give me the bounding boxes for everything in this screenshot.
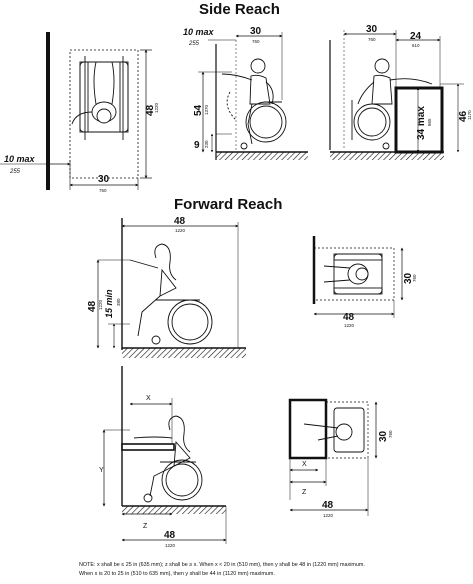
elev-width-mm: 760	[252, 39, 260, 44]
elev-low-in: 9	[194, 140, 200, 151]
plan-offset-max-in: 10 max	[4, 154, 36, 164]
elev-offset-mm: 255	[188, 41, 200, 47]
forward-reach-elevation-unobstructed: 48 1220 48 1220 15 min 380	[87, 216, 246, 358]
floor-hatch	[122, 506, 226, 514]
plan-width-in: 30	[98, 174, 110, 185]
fwd-width-in: 48	[174, 216, 186, 227]
floor-hatch	[330, 152, 444, 160]
note-line-1: NOTE: x shall be ≤ 25 in (635 mm); z sha…	[79, 562, 365, 568]
forward-reach-title: Forward Reach	[174, 196, 282, 213]
forward-reach-elevation-obstructed: X Y Z 48 1220	[99, 366, 227, 548]
elev-high-mm: 1370	[204, 104, 209, 115]
obs-width-mm: 760	[368, 37, 376, 42]
fwd-plan-width-mm: 1220	[344, 323, 355, 328]
fwd-obs-z-label: Z	[143, 523, 148, 530]
clear-floor-space	[313, 247, 395, 301]
plan-width-mm: 760	[99, 188, 107, 193]
wheelchair-user-forward-obstructed-figure	[133, 415, 203, 503]
fwd-obs-plan-x-label: X	[302, 461, 307, 468]
elev-offset-max-in: 10 max	[183, 27, 215, 37]
elev-high-in: 54	[193, 104, 204, 116]
side-reach-plan: 48 1220 10 max 255 30 760	[0, 32, 159, 193]
fwd-height-in: 48	[87, 300, 98, 312]
plan-offset-mm: 255	[9, 169, 21, 175]
wheelchair-user-plan-figure	[71, 56, 129, 140]
fwd-low-in: 15 min	[104, 289, 114, 318]
wheelchair-user-forward-plan-figure	[323, 253, 383, 295]
fwd-obs-plan-depth-in: 30	[378, 430, 389, 442]
fwd-plan-depth-in: 30	[403, 272, 414, 284]
fwd-obs-plan-width-mm: 1220	[323, 513, 334, 518]
forward-reach-plan-unobstructed: 30 760 48 1220	[312, 236, 417, 328]
obs-reach-mm: 610	[412, 43, 420, 48]
reach-note: NOTE: x shall be ≤ 25 in (635 mm); z sha…	[79, 561, 469, 579]
fwd-obs-plan-width-in: 48	[322, 500, 334, 511]
counter-obstruction	[288, 398, 328, 460]
fwd-obs-plan-depth-mm: 760	[388, 430, 393, 438]
clear-floor-space	[69, 49, 139, 179]
obs-counter-mm: 865	[427, 118, 432, 126]
fwd-obs-width-in: 48	[164, 530, 176, 541]
forward-reach-plan-obstructed: 30 760 X Z 48 1220	[288, 398, 393, 518]
fwd-obs-width-mm: 1220	[165, 543, 176, 548]
note-line-2: When x is 20 to 25 in (510 to 635 mm), t…	[79, 571, 275, 577]
counter-obstruction	[121, 443, 175, 451]
wheelchair-user-side-figure	[221, 58, 287, 150]
obs-high-in: 46	[458, 110, 469, 122]
obs-counter-in: 34 max	[416, 106, 427, 140]
fwd-obs-y-label: Y	[99, 467, 104, 474]
obs-reach-in: 24	[410, 31, 422, 42]
fwd-low-mm: 380	[116, 298, 121, 306]
obs-width-in: 30	[366, 24, 378, 35]
side-reach-elevation-obstructed: 30 760 24 610 34 max 865 46 1170	[329, 24, 472, 160]
floor-hatch	[216, 152, 308, 160]
fwd-obs-x-label: X	[146, 395, 151, 402]
plan-depth-mm: 1220	[154, 102, 159, 113]
fwd-obs-plan-z-label: Z	[302, 489, 307, 496]
side-reach-elevation-high: 30 760 10 max 255 54 1370 9 230	[183, 26, 308, 160]
clear-floor-space	[325, 401, 369, 459]
fwd-width-mm: 1220	[175, 228, 186, 233]
fwd-plan-depth-mm: 760	[412, 274, 417, 282]
fwd-height-mm: 1220	[98, 299, 103, 310]
plan-depth-in: 48	[145, 104, 156, 116]
wheelchair-user-forward-obstructed-plan-figure	[303, 407, 365, 453]
floor-hatch	[122, 348, 246, 358]
elev-low-mm: 230	[204, 140, 209, 148]
obs-high-mm: 1170	[467, 110, 472, 120]
side-reach-title: Side Reach	[199, 1, 280, 18]
fwd-plan-width-in: 48	[343, 312, 355, 323]
wheelchair-user-forward-figure	[129, 243, 213, 345]
wheelchair-user-side-obstructed-figure	[351, 58, 433, 150]
elev-width-in: 30	[250, 26, 262, 37]
